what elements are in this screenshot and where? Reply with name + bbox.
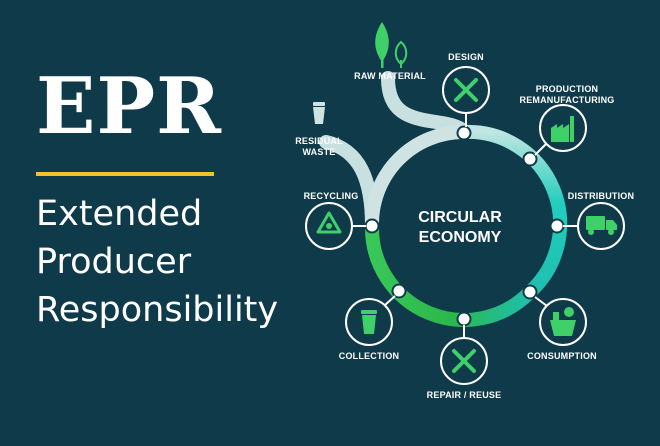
design-label: DESIGN	[448, 52, 484, 62]
shopping-basket-icon	[550, 307, 576, 336]
ring-connector-dots	[364, 125, 565, 327]
ring-segment-top	[364, 125, 465, 227]
tree-icon	[375, 22, 408, 68]
recycle-icon	[316, 211, 342, 234]
epr-acronym: EPR	[36, 61, 222, 152]
residual-waste-label-line1: RESIDUAL	[295, 136, 343, 146]
production-label-line1: PRODUCTION	[536, 84, 599, 94]
raw-material-label: RAW MATERIAL	[354, 71, 426, 81]
title-underline	[36, 172, 214, 176]
pencil-ruler-icon	[454, 78, 478, 102]
subtitle-line-responsibility: Responsibility	[36, 290, 279, 330]
subtitle-line-extended: Extended	[36, 194, 203, 234]
residual-waste-label-line2: WASTE	[302, 147, 335, 157]
repair-reuse-label: REPAIR / REUSE	[427, 390, 502, 400]
epr-subtitle: Extended Producer Responsibility	[36, 190, 278, 334]
truck-icon	[586, 216, 617, 235]
consumption-label: CONSUMPTION	[527, 351, 597, 361]
trash-bin-icon	[313, 102, 325, 124]
recycling-label: RECYCLING	[304, 191, 359, 201]
center-label-line1: CIRCULAR	[418, 209, 502, 226]
tools-icon	[452, 349, 476, 373]
collection-bin-icon	[361, 310, 377, 334]
center-label-line2: ECONOMY	[419, 229, 502, 246]
ring-segment-bottom	[364, 225, 536, 327]
collection-label: COLLECTION	[339, 351, 400, 361]
collection-connector	[384, 295, 396, 306]
production-label-line2: REMANUFACTURING	[520, 95, 615, 105]
consumption-connector	[534, 296, 548, 307]
distribution-label: DISTRIBUTION	[568, 191, 634, 201]
production-connector	[534, 143, 547, 156]
ring-segment-right	[463, 124, 568, 298]
factory-icon	[551, 116, 574, 142]
subtitle-line-producer: Producer	[36, 242, 192, 282]
